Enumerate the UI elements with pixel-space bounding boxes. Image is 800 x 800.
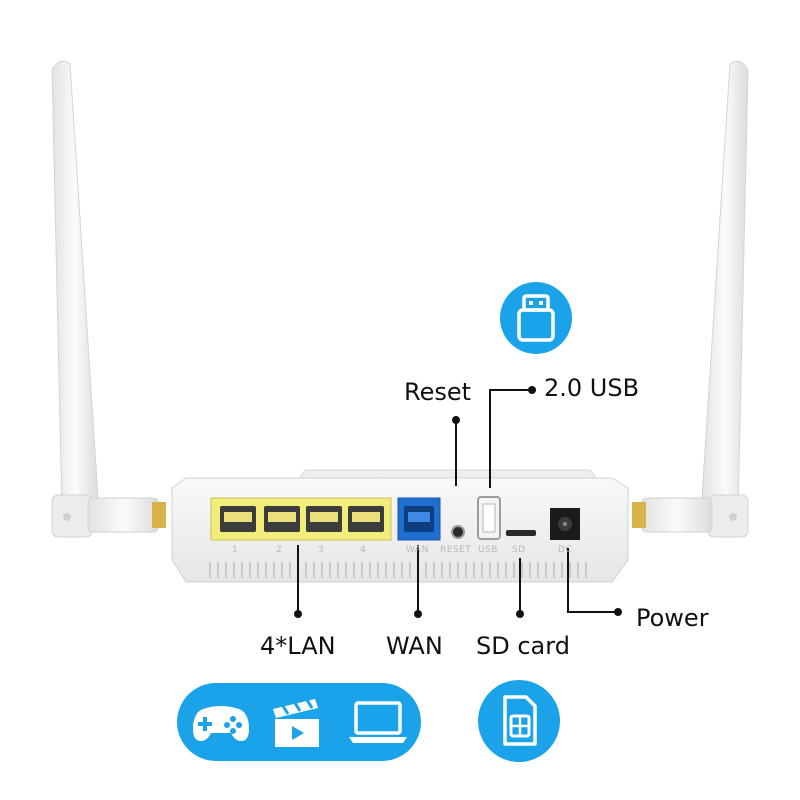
dc-marking: DC — [558, 545, 573, 555]
usb-drive-icon — [517, 294, 555, 342]
lan-port-number: 4 — [360, 545, 367, 555]
sim-badge — [478, 680, 560, 762]
reset-hole — [451, 525, 465, 539]
usb-marking: USB — [478, 545, 498, 555]
feature-badges — [177, 683, 421, 761]
reset-marking: RESET — [440, 545, 472, 555]
usb-port — [477, 496, 501, 540]
laptop-icon — [349, 701, 407, 743]
sd-card-label: SD card — [476, 632, 570, 660]
gamepad-icon — [193, 706, 249, 741]
dc-power-jack — [550, 508, 580, 540]
left-antenna — [51, 60, 166, 538]
wan-label: WAN — [386, 632, 443, 660]
wan-port — [397, 497, 441, 541]
callout-lines — [297, 389, 618, 614]
reset-label: Reset — [404, 378, 472, 406]
usb-label: 2.0 USB — [544, 374, 640, 402]
wan-port-marking: WAN — [406, 545, 429, 555]
clapperboard-icon — [273, 699, 319, 747]
lan-port-number: 1 — [232, 545, 239, 555]
usb-badge — [500, 282, 572, 354]
sim-card-icon — [503, 695, 537, 746]
lan-label: 4*LAN — [260, 632, 336, 660]
sd-marking: SD — [512, 545, 526, 555]
right-antenna — [632, 60, 749, 538]
lan-ports — [210, 497, 392, 541]
power-label: Power — [636, 604, 709, 632]
sd-slot — [506, 530, 536, 536]
callout-dots — [294, 386, 622, 618]
lan-port-number: 2 — [276, 545, 283, 555]
lan-port-number: 3 — [318, 545, 325, 555]
